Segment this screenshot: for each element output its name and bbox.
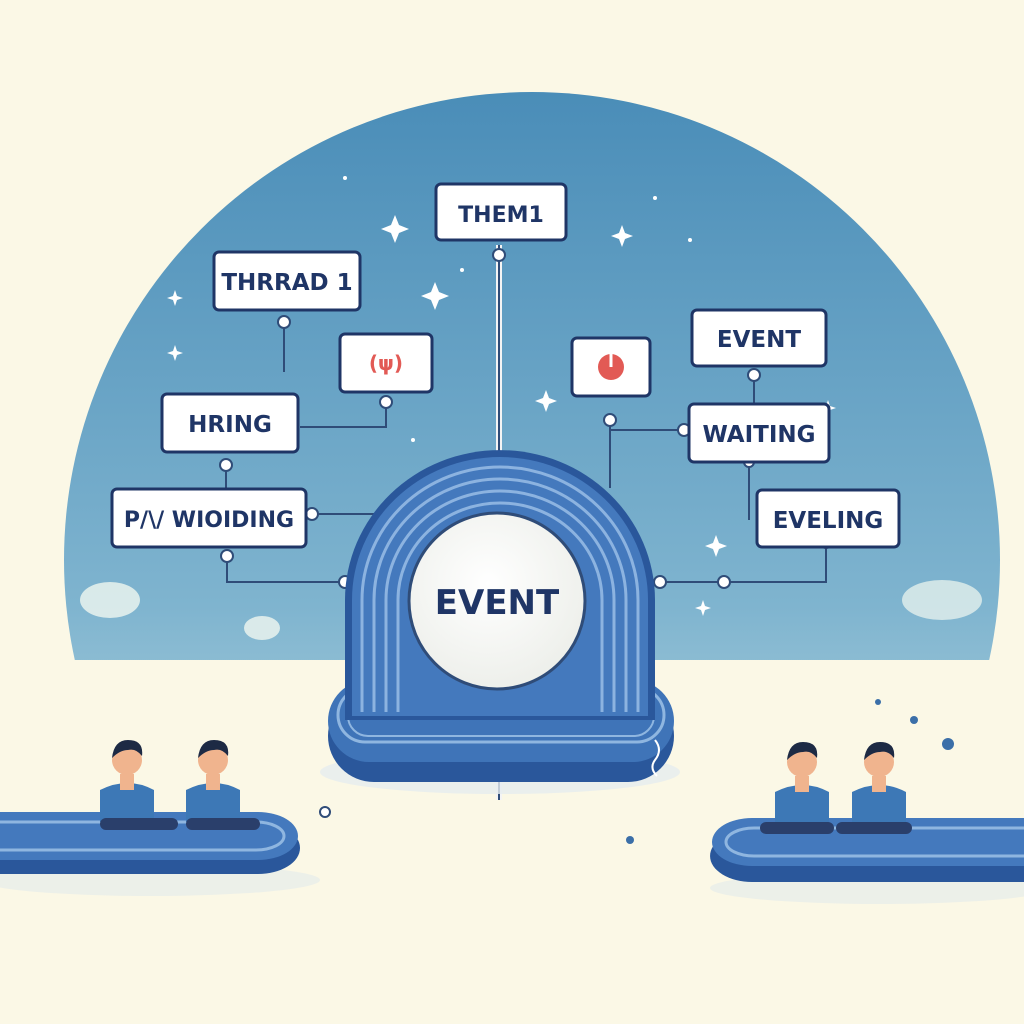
label-eveling-text: EVELING <box>773 508 884 534</box>
icon-box-left: (ψ) <box>338 332 434 394</box>
label-waiting-text: WAITING <box>702 422 815 448</box>
label-event-text: EVENT <box>717 327 801 353</box>
label-eveling: EVELING <box>755 488 901 549</box>
icon-box-right <box>570 336 652 398</box>
person-2 <box>186 740 260 830</box>
label-pn-wioiding-text: P/\/ WIOIDING <box>124 508 294 533</box>
pie-alert-icon <box>598 354 624 380</box>
label-them1: THEM1 <box>434 182 568 242</box>
label-them1-text: THEM1 <box>458 203 544 228</box>
person-4 <box>836 742 912 834</box>
label-thread1: THRRAD 1 <box>212 250 362 312</box>
label-waiting: WAITING <box>687 402 831 464</box>
hub-label: EVENT <box>435 583 560 623</box>
label-pn-wioiding: P/\/ WIOIDING <box>110 487 308 549</box>
person-3 <box>760 742 834 834</box>
person-1 <box>100 740 178 830</box>
label-event: EVENT <box>690 308 828 368</box>
label-hring: HRING <box>160 392 300 454</box>
label-thread1-text: THRRAD 1 <box>221 270 352 296</box>
ear-symbol-icon: (ψ) <box>369 351 403 375</box>
floor-dots <box>319 699 954 844</box>
label-hring-text: HRING <box>188 412 272 438</box>
hub-face: EVENT <box>407 511 587 691</box>
